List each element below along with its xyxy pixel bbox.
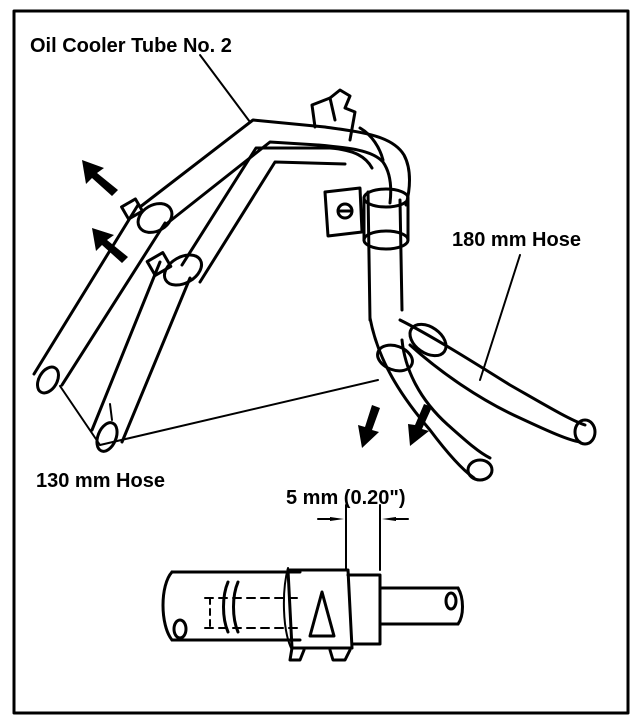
oil-cooler-tube	[138, 118, 411, 284]
label-180mm-hose: 180 mm Hose	[452, 229, 581, 251]
vertical-tube	[362, 187, 410, 322]
label-130mm-hose: 130 mm Hose	[36, 470, 165, 492]
page-frame	[12, 9, 630, 715]
arrows-down	[358, 404, 432, 448]
clamp-left-upper	[120, 197, 174, 234]
clamp-left-lower	[145, 251, 203, 287]
arrows-upper-left	[82, 160, 128, 263]
label-gap-dimension: 5 mm (0.20")	[286, 487, 406, 509]
detail-clamp-view	[161, 504, 464, 662]
mounting-bracket	[323, 186, 364, 238]
hose-180	[398, 318, 597, 446]
label-oil-cooler-tube: Oil Cooler Tube No. 2	[30, 35, 232, 57]
tube-bracket	[310, 88, 357, 142]
leader-lines	[59, 54, 521, 446]
hose-lower-right	[368, 316, 494, 482]
hose-130-left	[32, 203, 192, 453]
